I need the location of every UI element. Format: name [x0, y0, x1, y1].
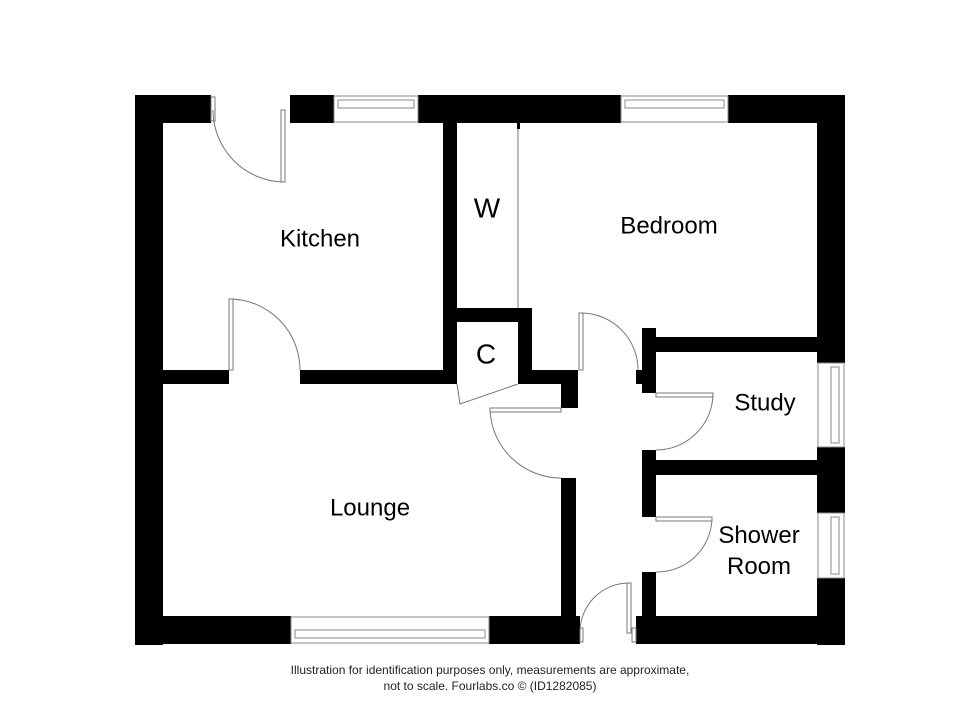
room-label-shower-line2: Room: [726, 553, 792, 580]
room-label-study: Study: [734, 389, 796, 417]
room-label-shower-room: Shower Room: [718, 520, 799, 582]
interior-walls: [163, 123, 845, 644]
room-label-kitchen: Kitchen: [279, 225, 361, 253]
room-label-cupboard: C: [475, 338, 497, 370]
room-label-bedroom: Bedroom: [620, 212, 718, 240]
room-label-wardrobe: W: [473, 192, 501, 224]
disclaimer-line2: not to scale. Fourlabs.co © (ID1282085): [383, 679, 597, 693]
doors: [210, 96, 714, 643]
disclaimer-line1: Illustration for identification purposes…: [290, 663, 690, 677]
disclaimer: Illustration for identification purposes…: [0, 662, 980, 694]
room-label-lounge: Lounge: [329, 494, 411, 522]
windows: [290, 95, 845, 644]
outer-walls: [135, 95, 845, 645]
wardrobe-doors: [517, 123, 520, 308]
room-label-shower-line1: Shower: [718, 522, 800, 549]
